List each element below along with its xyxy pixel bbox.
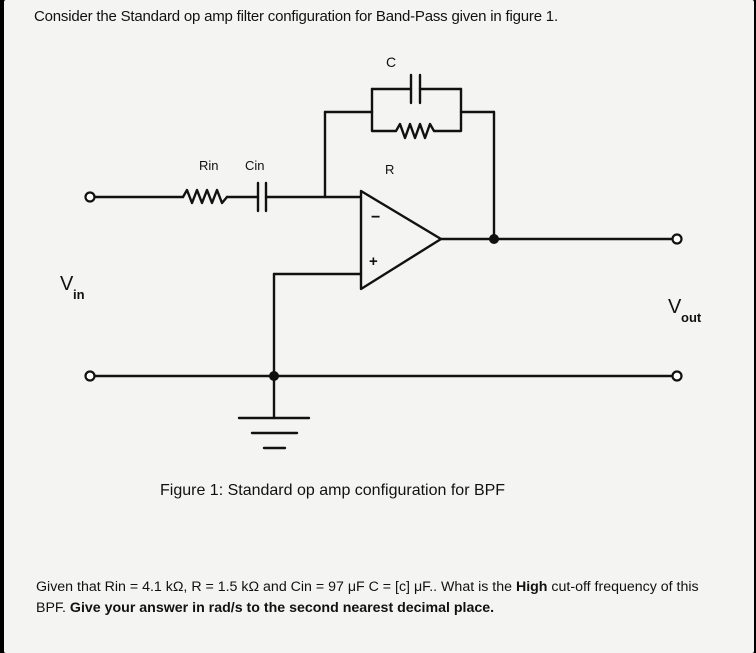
c-label: C bbox=[386, 54, 396, 70]
vin-label-main: V bbox=[60, 273, 74, 295]
op-amp-minus-sign: − bbox=[371, 209, 380, 226]
question-part-2: cut-off frequency of this BPF. bbox=[36, 579, 699, 616]
vout-top-terminal bbox=[671, 233, 683, 245]
problem-title: Consider the Standard op amp filter conf… bbox=[34, 8, 558, 25]
vout-label-main: V bbox=[668, 296, 682, 318]
question-text: Given that Rin = 4.1 kΩ, R = 1.5 kΩ and … bbox=[36, 577, 726, 619]
question-bold-high: High bbox=[515, 579, 548, 595]
question-bold-instruction: Give your answer in rad/s to the second … bbox=[69, 600, 495, 616]
figure-caption: Figure 1: Standard op amp configuration … bbox=[160, 482, 506, 499]
vout-bottom-terminal bbox=[671, 370, 683, 382]
worksheet-paper bbox=[4, 0, 754, 653]
vout-label-subscript: out bbox=[681, 310, 702, 325]
vin-top-terminal bbox=[84, 191, 96, 203]
op-amp-plus-sign: + bbox=[369, 253, 378, 270]
question-part-1: Given that Rin = 4.1 kΩ, R = 1.5 kΩ and … bbox=[36, 579, 516, 595]
cin-label: Cin bbox=[245, 158, 265, 173]
rin-label: Rin bbox=[199, 158, 219, 173]
r-feedback-resistor bbox=[370, 110, 463, 140]
output-node-dot bbox=[489, 234, 499, 244]
vin-bottom-terminal bbox=[84, 370, 96, 382]
op-amp-triangle bbox=[359, 189, 443, 291]
vin-label-subscript: in bbox=[73, 287, 85, 302]
r-label: R bbox=[385, 162, 394, 177]
ground-node-dot bbox=[269, 371, 279, 381]
rin-resistor bbox=[181, 188, 229, 205]
